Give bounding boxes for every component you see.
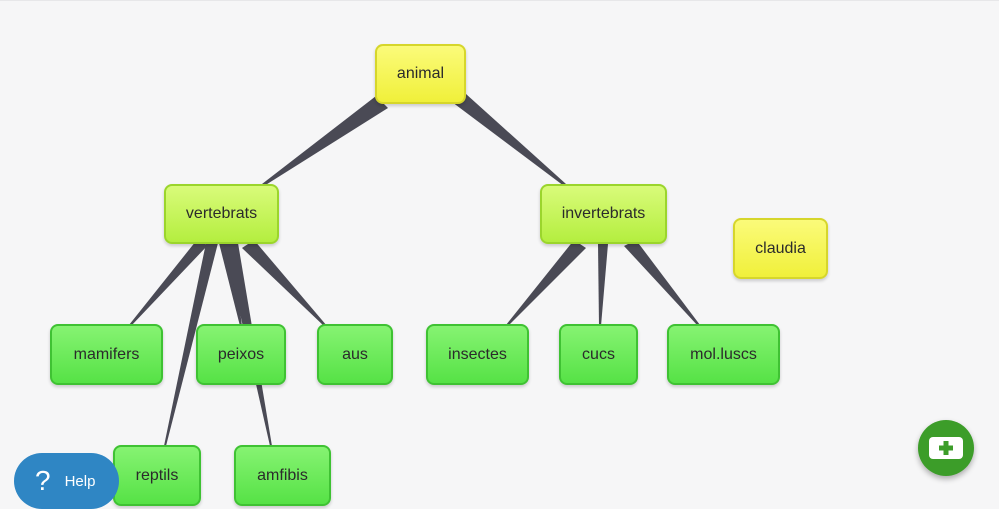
connector-invertebrats-insectes xyxy=(506,240,586,326)
question-icon: ? xyxy=(35,465,51,496)
top-border xyxy=(0,0,999,1)
connector-vertebrats-mamifers xyxy=(129,241,208,326)
node-reptils[interactable]: reptils xyxy=(113,445,201,506)
node-cucs[interactable]: cucs xyxy=(559,324,638,385)
node-animal[interactable]: animal xyxy=(375,44,466,104)
node-claudia[interactable]: claudia xyxy=(733,218,828,279)
node-insectes[interactable]: insectes xyxy=(426,324,529,385)
node-amfibis[interactable]: amfibis xyxy=(234,445,331,506)
node-invertebrats[interactable]: invertebrats xyxy=(540,184,667,244)
connector-animal-invertebrats xyxy=(452,94,566,186)
connector-animal-vertebrats xyxy=(262,96,388,186)
connector-vertebrats-peixos xyxy=(219,243,242,326)
connector-vertebrats-reptils xyxy=(164,243,218,446)
help-button[interactable]: ? Help xyxy=(14,453,119,509)
connector-vertebrats-aus xyxy=(242,240,327,327)
help-label: Help xyxy=(64,472,96,490)
add-node-button[interactable] xyxy=(918,420,974,476)
node-vertebrats[interactable]: vertebrats xyxy=(164,184,279,244)
add-card-icon xyxy=(929,437,963,459)
node-aus[interactable]: aus xyxy=(317,324,393,385)
connector-invertebrats-molluscs xyxy=(624,240,700,326)
node-molluscs[interactable]: mol.luscs xyxy=(667,324,780,385)
connector-invertebrats-cucs xyxy=(598,244,608,326)
node-mamifers[interactable]: mamifers xyxy=(50,324,163,385)
node-peixos[interactable]: peixos xyxy=(196,324,286,385)
